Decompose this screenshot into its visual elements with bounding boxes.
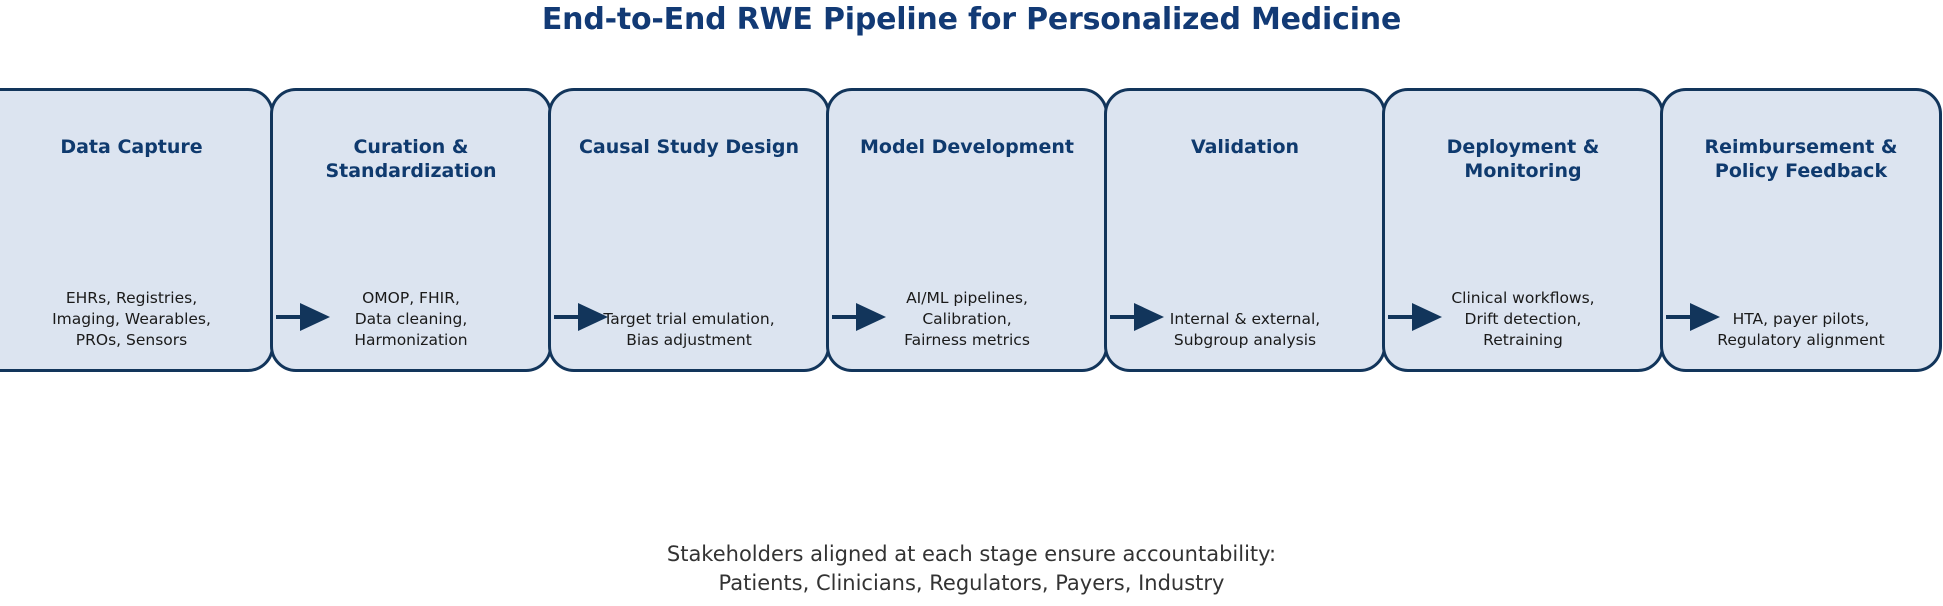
stage-title: Reimbursement & Policy Feedback — [1704, 136, 1898, 182]
stage-detail: HTA, payer pilots, Regulatory alignment — [1717, 310, 1885, 349]
stage-title: Validation — [1190, 136, 1300, 158]
stage-title: Data Capture — [60, 136, 203, 158]
stage-detail: OMOP, FHIR, Data cleaning, Harmonization — [354, 289, 468, 349]
stage-title: Model Development — [860, 136, 1074, 158]
stage-detail: EHRs, Registries, Imaging, Wearables, PR… — [52, 289, 211, 349]
stage-detail: Target trial emulation, Bias adjustment — [603, 310, 775, 349]
stage-title: Causal Study Design — [578, 136, 800, 158]
stage-detail: Clinical workflows, Drift detection, Ret… — [1451, 289, 1595, 349]
page-title: End-to-End RWE Pipeline for Personalized… — [541, 2, 1402, 37]
stage-detail: Internal & external, Subgroup analysis — [1169, 310, 1321, 349]
stage-detail: AI/ML pipelines, Calibration, Fairness m… — [904, 289, 1030, 349]
stage-title: Curation & Standardization — [325, 136, 497, 182]
stage-title: Deployment & Monitoring — [1446, 136, 1600, 182]
footer-caption: Stakeholders aligned at each stage ensur… — [666, 542, 1277, 595]
